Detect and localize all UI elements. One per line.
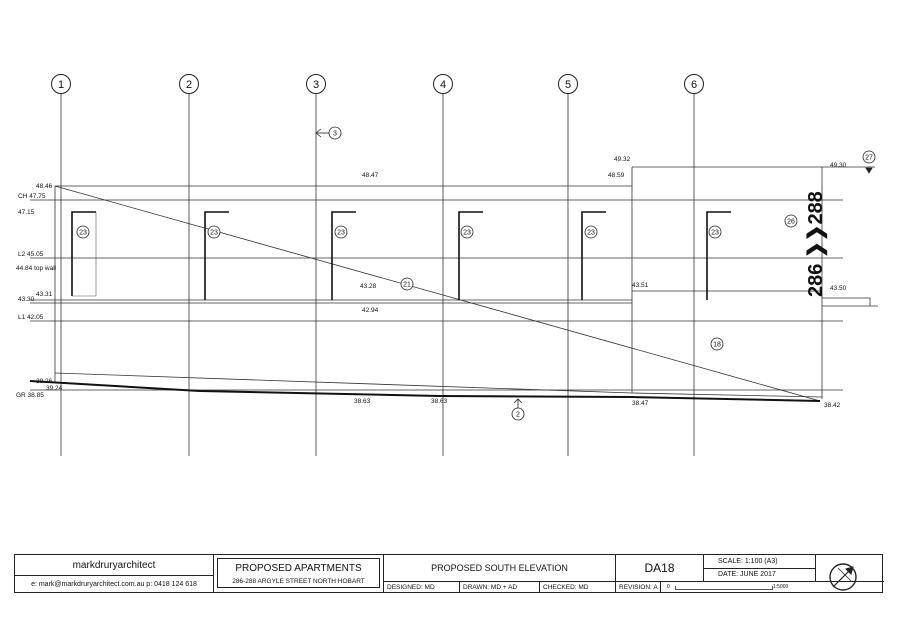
project-box [217, 558, 380, 588]
spot-level-38-47: 38.47 [632, 400, 649, 407]
window-tag-4: 23 [463, 230, 471, 237]
firm-divider [15, 575, 214, 576]
window-tag-circle-6 [708, 225, 722, 239]
tag-27-marker [865, 167, 873, 174]
grid-label-3: 3 [313, 79, 319, 91]
spot-level-38-63-b: 38.63 [431, 398, 448, 405]
spot-level-38-63-a: 38.63 [354, 398, 371, 405]
level-ch: CH 47.75 [18, 193, 46, 200]
spot-level-43-30: 43.30 [18, 296, 35, 303]
window-tag-circle-5 [584, 225, 598, 239]
window-tag-3: 23 [337, 230, 345, 237]
window-frame-2 [204, 211, 229, 300]
grid-bubble-6 [684, 74, 704, 94]
drawing-title-divider [384, 581, 616, 582]
drawn-by: DRAWN: MD + AD [460, 582, 540, 593]
spot-level-48-59: 48.59 [608, 172, 625, 179]
spot-level-42-94: 42.94 [362, 307, 379, 314]
grid-bubble-1 [51, 74, 71, 94]
project-address: 286-288 ARGYLE STREET NORTH HOBART [232, 578, 365, 585]
scale-date-divider [704, 568, 816, 569]
window-frame-6 [706, 211, 731, 300]
scale-bar [675, 586, 773, 590]
grid-label-5: 5 [565, 79, 571, 91]
section-2-arrow-head [513, 398, 523, 404]
firm-contact: e: mark@markdruryarchitect.com.au p: 041… [15, 575, 214, 593]
level-top-wall: 44.84 top wall [16, 265, 57, 272]
window-tag-2: 23 [210, 230, 218, 237]
grid-label-2: 2 [186, 79, 192, 91]
level-l1: L1 42.05 [18, 314, 44, 321]
project-divider [383, 555, 384, 592]
window-tag-6: 23 [711, 230, 719, 237]
tag-26: 26 [787, 219, 795, 226]
spot-level-43-51: 43.51 [632, 282, 649, 289]
spot-level-47-15: 47.15 [18, 209, 35, 216]
north-arrow-icon [829, 563, 857, 591]
window-tag-circle-2 [207, 225, 221, 239]
project-name: PROPOSED APARTMENTS [235, 562, 362, 574]
section-3-label: 3 [333, 131, 337, 138]
scale-bar-start: 0 [667, 584, 670, 590]
date: DATE: JUNE 2017 [704, 568, 816, 581]
scale: SCALE: 1:100 (A3) [704, 555, 816, 568]
ground-line [29, 380, 821, 402]
spot-level-39-24: 39.24 [46, 385, 63, 392]
street-number-sign: 286 ❯❯288 [805, 191, 828, 297]
level-gr: GR 38.85 [16, 392, 44, 399]
window-tag-circle-3 [334, 225, 348, 239]
window-frame-5 [581, 211, 606, 300]
grid-label-4: 4 [440, 79, 446, 91]
window-tag-circle-4 [460, 225, 474, 239]
ground-profile-upper [54, 372, 633, 394]
drawing-title: PROPOSED SOUTH ELEVATION [384, 555, 616, 581]
tag-26-circle [784, 214, 798, 228]
window-frame-3 [331, 211, 356, 300]
drawing-number: DA18 [616, 555, 704, 581]
revision: REVISION: A [616, 582, 661, 593]
spot-level-39-26: 39.26 [36, 378, 53, 385]
ground-profile-upper-right [631, 392, 823, 398]
window-tag-5: 23 [587, 230, 595, 237]
title-block: markdruryarchitect e: mark@markdruryarch… [14, 554, 884, 593]
spot-level-43-50: 43.50 [830, 285, 847, 292]
grid-bubble-2 [179, 74, 199, 94]
spot-level-49-32: 49.32 [614, 156, 631, 163]
spot-level-43-28: 43.28 [360, 283, 377, 290]
tag-21-circle [400, 277, 414, 291]
grid-label-6: 6 [691, 79, 697, 91]
spot-level-38-42: 38.42 [824, 402, 841, 409]
tag-18-circle [710, 337, 724, 351]
tag-21: 21 [403, 282, 411, 289]
spot-level-48-47: 48.47 [362, 172, 379, 179]
spot-level-43-31: 43.31 [36, 291, 53, 298]
window-tag-circle-1 [76, 225, 90, 239]
grid-bubble-4 [433, 74, 453, 94]
grid-label-1: 1 [58, 79, 64, 91]
section-2-label: 2 [516, 412, 520, 419]
grid-bubble-5 [558, 74, 578, 94]
grid-bubble-3 [306, 74, 326, 94]
window-tag-1: 23 [79, 230, 87, 237]
level-l2: L2 45.05 [18, 251, 44, 258]
checked-by: CHECKED: MD [540, 582, 616, 593]
window-frame-4 [458, 211, 483, 300]
tag-27: 27 [865, 155, 873, 162]
lower-divider [616, 581, 884, 582]
section-3-arrow-head [315, 128, 322, 138]
scale-bar-end: 1:5000 [773, 584, 789, 590]
tag-27-circle [862, 150, 876, 164]
firm-name: markdruryarchitect [15, 555, 214, 575]
diagonal-reference-line [54, 185, 821, 402]
spot-level-48-46: 48.46 [36, 183, 53, 190]
tag-18: 18 [713, 342, 721, 349]
designed-by: DESIGNED: MD [384, 582, 460, 593]
window-frame-1 [71, 211, 96, 296]
spot-level-49-30: 49.30 [830, 162, 847, 169]
